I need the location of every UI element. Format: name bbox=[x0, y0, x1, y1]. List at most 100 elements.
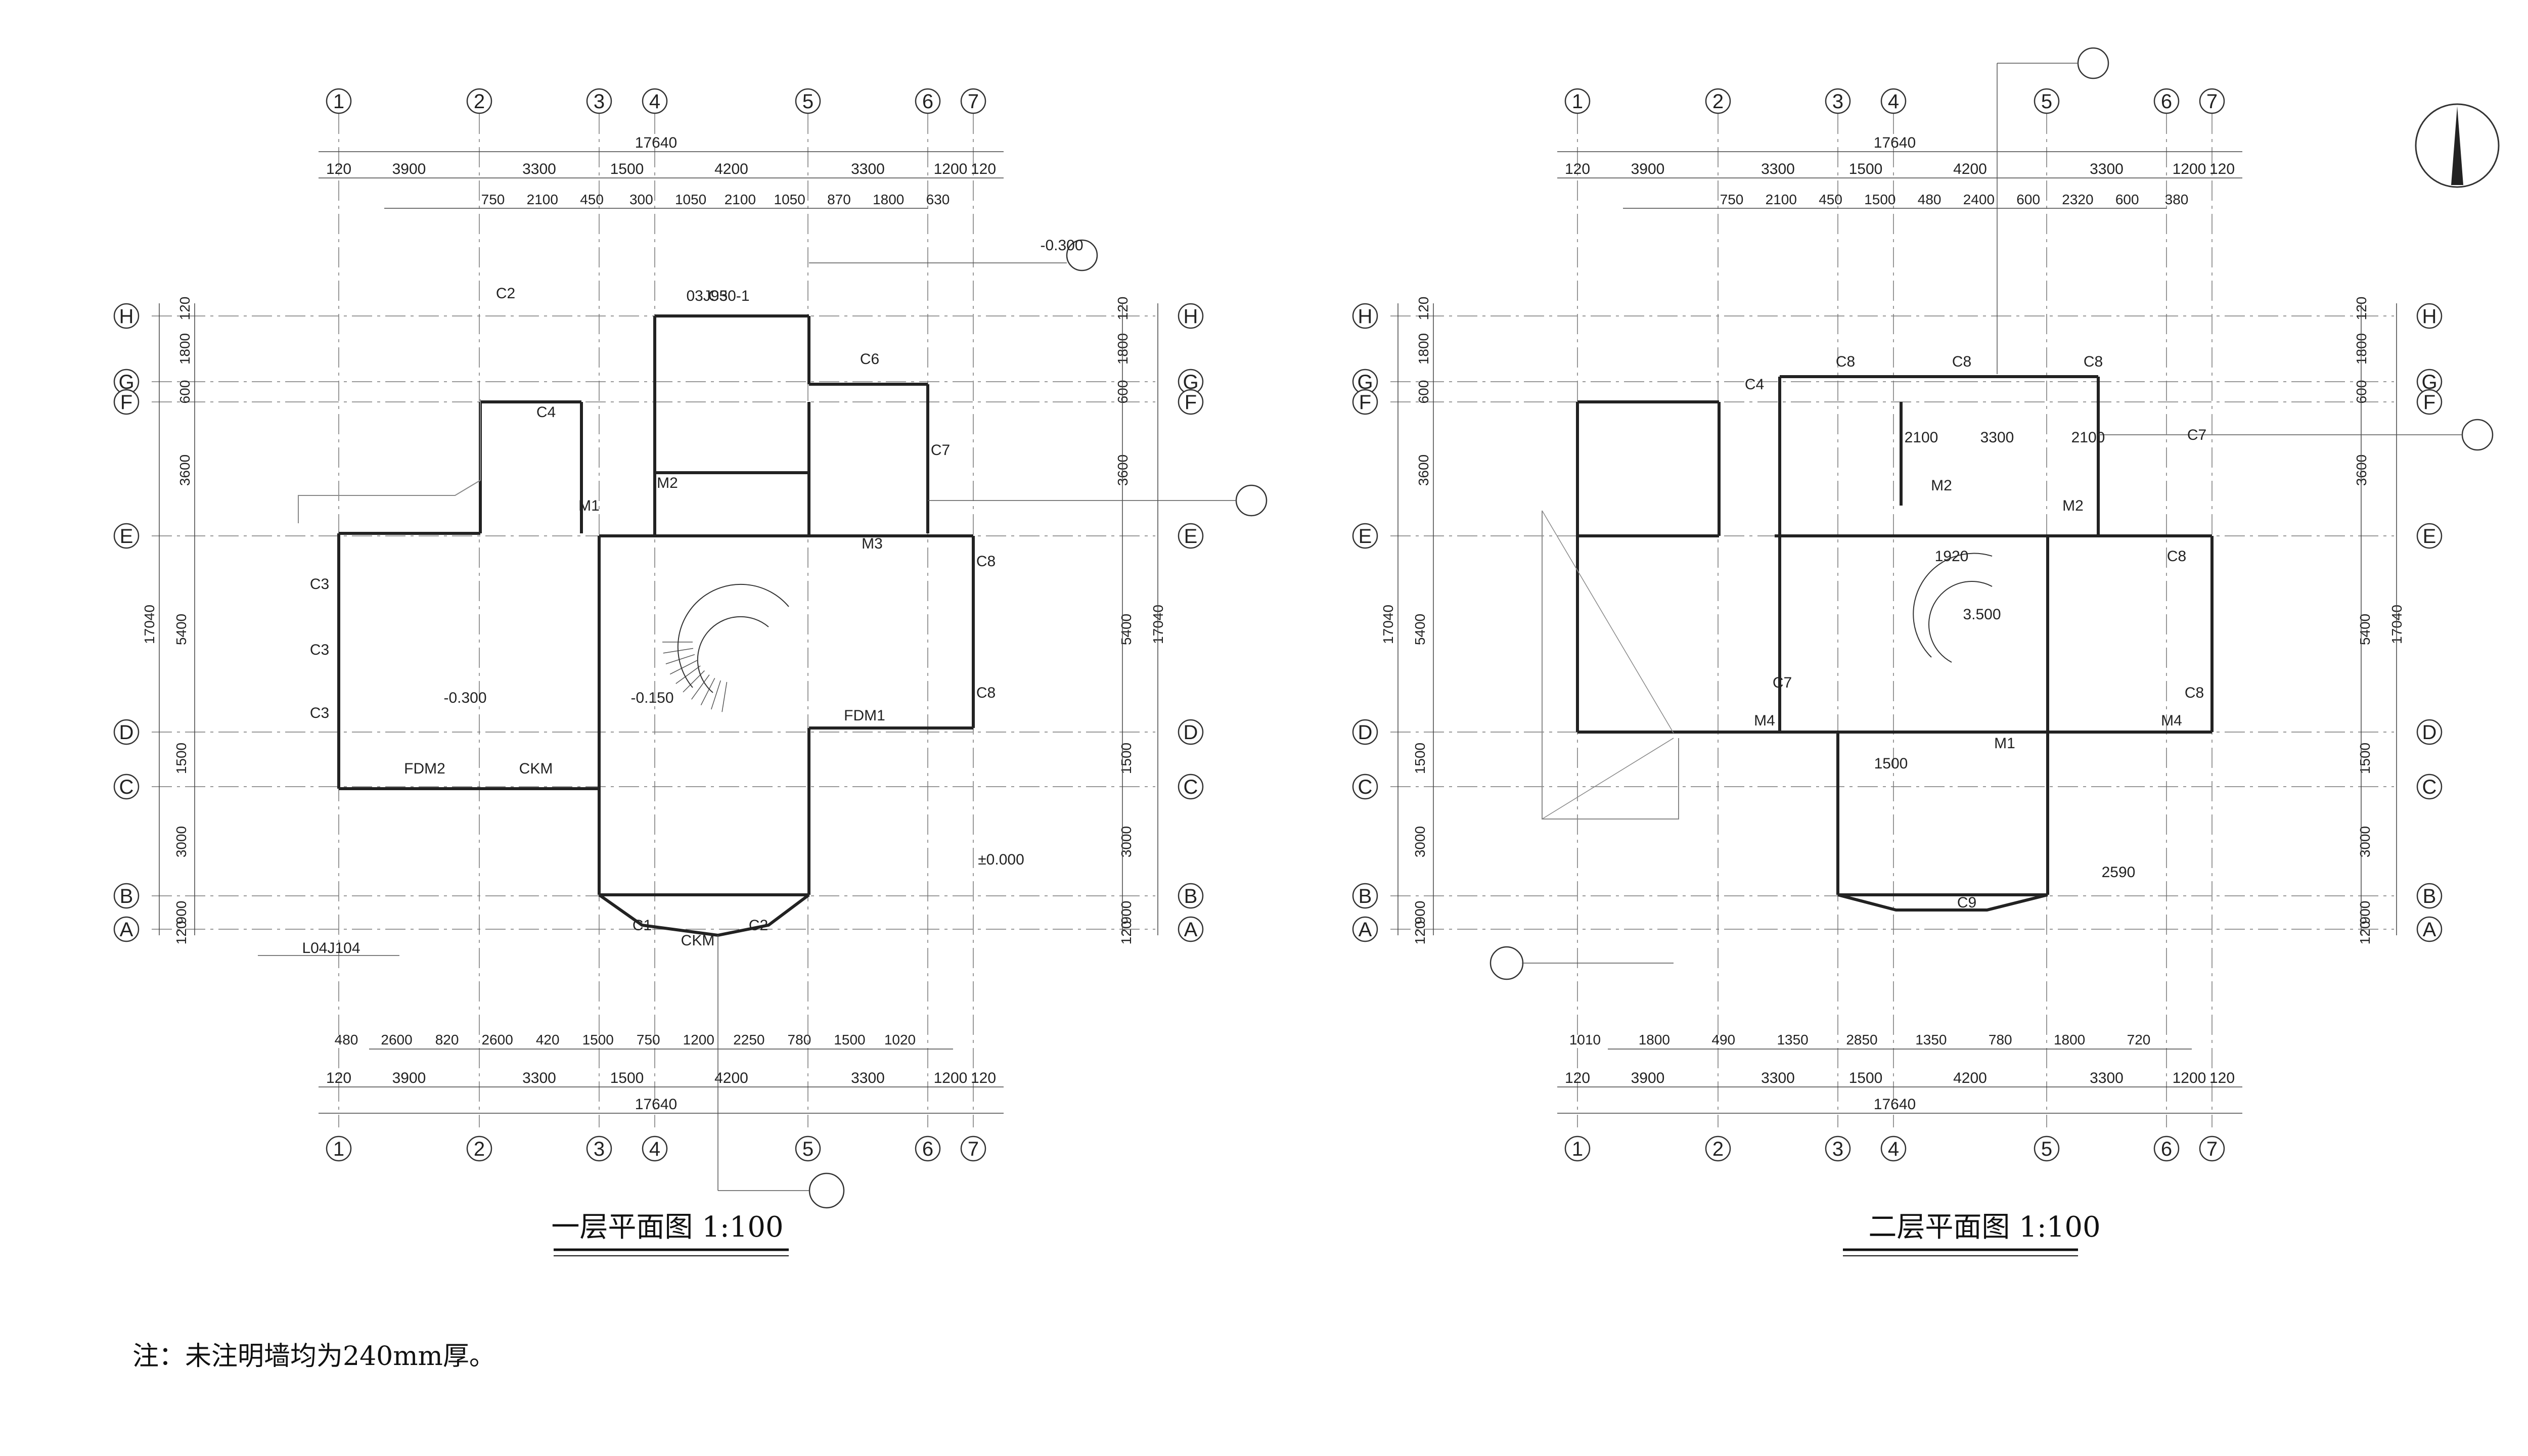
grid-bubble-left-H-label: H bbox=[1358, 305, 1373, 328]
grid-bubble-right-B-circle bbox=[2416, 883, 2443, 909]
dim-bottom-row2: 120 bbox=[326, 1070, 351, 1086]
grid-bubble-top-7-label: 7 bbox=[2206, 90, 2218, 113]
dim-left: 1800 bbox=[1416, 333, 1431, 365]
grid-bubble-right-C-label: C bbox=[1184, 776, 1198, 798]
dim-bottom-row1: 820 bbox=[435, 1032, 459, 1048]
grid-bubble-left-F-circle bbox=[1352, 389, 1378, 415]
room-label: C7 bbox=[931, 442, 950, 459]
dim-top-row2: 300 bbox=[629, 192, 653, 207]
room-label: C2 bbox=[749, 917, 768, 934]
stair-tread bbox=[665, 654, 695, 664]
bay-window-c9 bbox=[1837, 893, 2048, 912]
grid-bubble-right-H-circle bbox=[2416, 303, 2443, 329]
dim-bottom-row1: 780 bbox=[788, 1032, 811, 1048]
dim-bottom-row2: 3900 bbox=[392, 1070, 426, 1086]
roof-outline bbox=[298, 399, 481, 523]
grid-bubble-right-F-circle bbox=[2416, 389, 2443, 415]
grid-bubble-top-3-label: 3 bbox=[1832, 90, 1843, 113]
room-label: M1 bbox=[578, 497, 600, 514]
stair-curve-inner bbox=[697, 616, 769, 693]
dim-bottom-row1: 480 bbox=[335, 1032, 358, 1048]
room-label: C1 bbox=[633, 917, 652, 934]
stair-tread bbox=[700, 677, 715, 706]
dim-bottom-total: 17640 bbox=[635, 1096, 677, 1113]
dim-bottom-row1: 1010 bbox=[1569, 1032, 1601, 1048]
grid-bubble-left-F-circle bbox=[113, 389, 140, 415]
dim-bottom-row1: 490 bbox=[1711, 1032, 1735, 1048]
grid-bubble-bottom-7-circle bbox=[2199, 1135, 2225, 1162]
dim-bottom-row1: 1200 bbox=[683, 1032, 714, 1048]
grid-bubble-bottom-1-label: 1 bbox=[1572, 1138, 1583, 1160]
dim-left: 120 bbox=[1412, 921, 1428, 945]
room-label: -0.300 bbox=[443, 690, 486, 706]
dim-top-row2: 1800 bbox=[873, 192, 904, 207]
stair-tread bbox=[721, 681, 728, 712]
dim-bottom-row1: 1020 bbox=[884, 1032, 916, 1048]
roof-outline bbox=[1542, 511, 1679, 820]
dim-left: 600 bbox=[177, 380, 193, 404]
room-label: C8 bbox=[2167, 548, 2186, 565]
dim-top-row1: 3900 bbox=[1631, 161, 1665, 177]
grid-bubble-right-E-circle bbox=[2416, 523, 2443, 549]
grid-bubble-right-H-label: H bbox=[1184, 305, 1198, 328]
dim-top-row1: 3300 bbox=[1761, 161, 1795, 177]
room-label: M4 bbox=[2161, 712, 2182, 729]
grid-bubble-top-6-circle bbox=[2153, 88, 2180, 114]
room-label: M3 bbox=[862, 535, 883, 552]
dim-bottom-row1: 750 bbox=[637, 1032, 660, 1048]
room-label: L04J104 bbox=[302, 940, 360, 957]
grid-bubble-right-H-label: H bbox=[2422, 305, 2437, 328]
detail-callout bbox=[1066, 239, 1098, 271]
dim-top-row2: 380 bbox=[2165, 192, 2189, 207]
room-label: C3 bbox=[310, 576, 329, 593]
dim-left: 1500 bbox=[173, 743, 189, 774]
dim-top-row1: 3300 bbox=[2090, 161, 2124, 177]
grid-bubble-bottom-4-circle bbox=[642, 1135, 668, 1162]
dim-top-row1: 4200 bbox=[714, 161, 748, 177]
dim-bottom-row2: 3900 bbox=[1631, 1070, 1665, 1086]
dim-top-row1: 120 bbox=[971, 161, 996, 177]
room-label: 3.500 bbox=[1963, 606, 2001, 623]
room-label: -0.150 bbox=[630, 690, 673, 706]
grid-bubble-bottom-2-circle bbox=[1705, 1135, 1731, 1162]
dim-top-total: 17640 bbox=[635, 134, 677, 151]
roof-ridge bbox=[1542, 738, 1674, 820]
room-label: M2 bbox=[657, 475, 678, 491]
dim-top-row2: 480 bbox=[1918, 192, 1942, 207]
dim-top-row2: 2100 bbox=[725, 192, 756, 207]
grid-bubble-left-F-label: F bbox=[1359, 391, 1371, 414]
grid-bubble-top-3-label: 3 bbox=[594, 90, 605, 113]
grid-bubble-left-H-circle bbox=[113, 303, 140, 329]
grid-bubble-left-C-circle bbox=[1352, 774, 1378, 800]
dim-bottom-row1: 1350 bbox=[1915, 1032, 1947, 1048]
room-label: 2590 bbox=[2102, 864, 2136, 881]
room-label: C9 bbox=[1957, 894, 1976, 911]
room-label: 3300 bbox=[1980, 429, 2014, 446]
room-label: FDM1 bbox=[844, 707, 885, 724]
dim-top-row1: 120 bbox=[2209, 161, 2235, 177]
general-note: 注：未注明墙均为240mm厚。 bbox=[132, 1341, 495, 1372]
grid-bubble-top-1-circle bbox=[326, 88, 352, 114]
room-label: C4 bbox=[536, 404, 556, 421]
dim-left: 3000 bbox=[173, 826, 189, 857]
dim-left: 5400 bbox=[1412, 614, 1428, 645]
grid-bubble-left-A-label: A bbox=[1359, 919, 1372, 941]
grid-bubble-right-E-label: E bbox=[2423, 525, 2436, 548]
grid-bubble-right-C-label: C bbox=[2422, 776, 2437, 798]
grid-bubble-left-A-circle bbox=[113, 916, 140, 942]
dim-top-row2: 450 bbox=[1819, 192, 1842, 207]
dim-right: 3000 bbox=[1118, 826, 1134, 857]
room-label: C8 bbox=[1836, 353, 1855, 370]
grid-bubble-bottom-5-circle bbox=[2034, 1135, 2060, 1162]
dim-left: 120 bbox=[173, 921, 189, 945]
dim-left: 120 bbox=[1416, 297, 1431, 321]
stair-tread bbox=[669, 660, 698, 675]
dim-left: 1500 bbox=[1412, 743, 1428, 774]
grid-bubble-bottom-4-label: 4 bbox=[649, 1138, 660, 1160]
grid-bubble-bottom-1-label: 1 bbox=[333, 1138, 344, 1160]
grid-bubble-top-1-label: 1 bbox=[333, 90, 344, 113]
grid-bubble-top-5-label: 5 bbox=[802, 90, 814, 113]
grid-bubble-top-2-circle bbox=[1705, 88, 1731, 114]
grid-bubble-top-2-circle bbox=[466, 88, 492, 114]
